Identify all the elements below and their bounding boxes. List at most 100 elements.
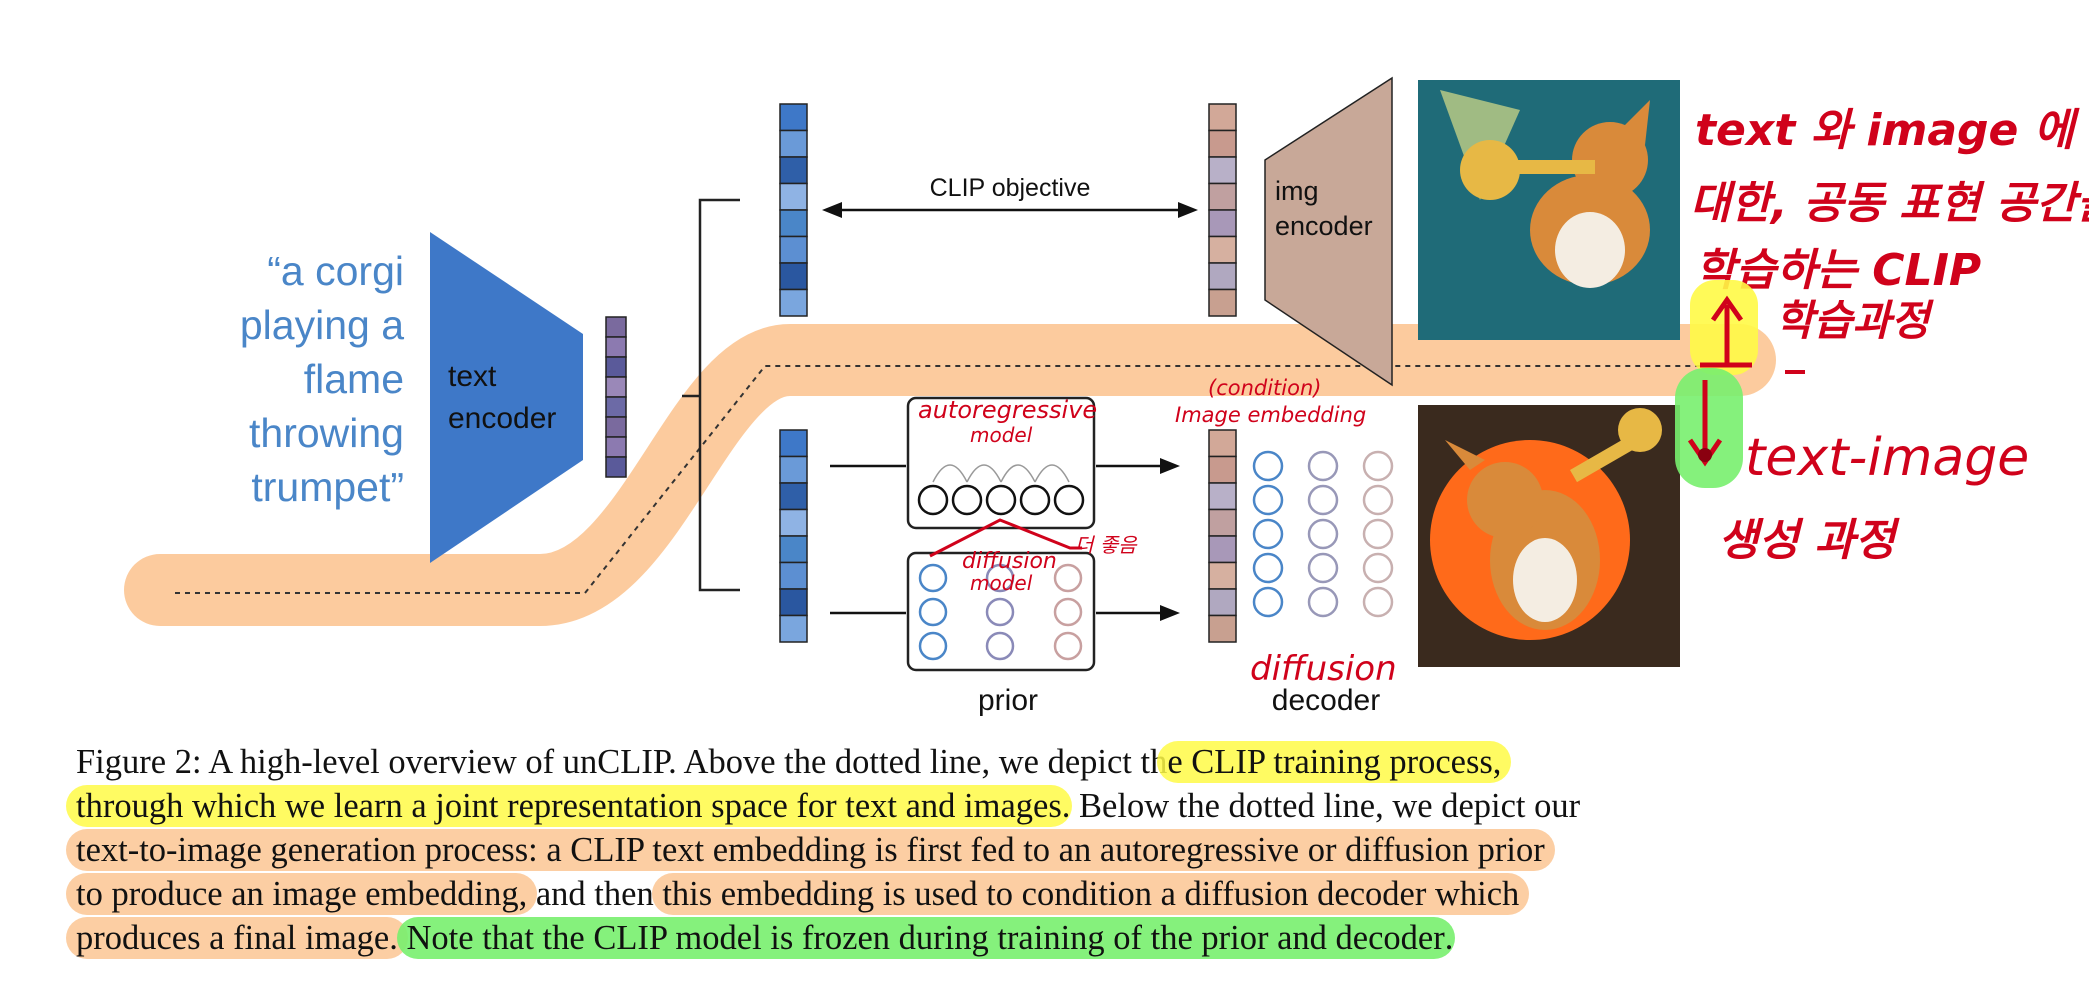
autoregressive-nodes (917, 464, 1085, 516)
node-circle (1053, 597, 1083, 627)
vector-cell (779, 429, 808, 458)
node-circle (1053, 484, 1085, 516)
vector-cell (1208, 103, 1237, 132)
svg-text:playing a: playing a (240, 302, 404, 348)
node-circle (1053, 631, 1083, 661)
text-embedding-vector (605, 316, 627, 478)
node-circle (918, 563, 948, 593)
vector-cell (1208, 588, 1237, 617)
decoder-label: decoder (1272, 684, 1380, 717)
arrowhead-right (1178, 202, 1198, 218)
vector-cell (605, 356, 627, 378)
annotation-diffusion-decoder: diffusion (1250, 649, 1397, 689)
caption-line-2: through which we learn a joint represent… (66, 784, 1836, 828)
green-highlight-marker (1675, 368, 1743, 488)
node-circle (1252, 518, 1284, 550)
prompt-text: “a corgi playing a flame throwing trumpe… (240, 248, 404, 510)
corgi-trumpet-image-bottom (1418, 405, 1680, 667)
svg-text:throwing: throwing (249, 410, 404, 456)
vector-cell (1208, 129, 1237, 158)
vector-cell (1208, 482, 1237, 511)
node-circle (1252, 552, 1284, 584)
node-circle (985, 597, 1015, 627)
node-circle (918, 631, 948, 661)
annotation-text-image: text-image (1745, 428, 2029, 488)
vector-cell (1208, 262, 1237, 291)
attention-arc (1000, 464, 1036, 483)
node-circle (1252, 450, 1284, 482)
prior-label: prior (978, 684, 1038, 717)
node-circle (1019, 484, 1051, 516)
annotation-bracket (929, 518, 1082, 558)
vector-cell (779, 482, 808, 511)
caption-line-5: produces a final image. Note that the CL… (66, 916, 1836, 960)
handwritten-annotations: autoregressive model diffusion model 더 좋… (918, 105, 2089, 689)
annotation-autoregressive: autoregressive (918, 396, 1097, 424)
vector-cell (1208, 235, 1237, 264)
vector-cell (779, 535, 808, 564)
vector-cell (1208, 288, 1237, 317)
annotation-korean-4: 학습과정 (1775, 296, 1934, 345)
vector-cell (1208, 429, 1237, 458)
text-encoder-label-2: encoder (448, 402, 556, 435)
svg-text:trumpet”: trumpet” (251, 464, 404, 510)
vector-cell (779, 103, 808, 132)
node-circle (1307, 450, 1339, 482)
node-circle (1307, 552, 1339, 584)
text-encoder-block (430, 232, 583, 563)
node-circle (917, 484, 949, 516)
up-arrow (1700, 295, 1752, 368)
text-encoder-label-1: text (448, 360, 497, 393)
vector-cell (1208, 455, 1237, 484)
yellow-highlight-marker (1690, 280, 1758, 375)
node-circle (1307, 586, 1339, 618)
annotation-korean-1: text 와 image 에 (1695, 105, 2081, 156)
node-circle (951, 484, 983, 516)
node-circle (1252, 484, 1284, 516)
node-circle (1252, 586, 1284, 618)
img-encoder-block (1264, 76, 1393, 387)
corgi-trumpet-image-top (1418, 80, 1680, 340)
vector-cell (1208, 156, 1237, 185)
figure-caption: Figure 2: A high-level overview of unCLI… (66, 740, 1836, 960)
img-encoder-label-2: encoder (1275, 211, 1373, 241)
vector-cell (779, 455, 808, 484)
diffusion-prior-nodes (918, 563, 1083, 661)
annotation-diffusion-model: model (970, 571, 1033, 595)
diffusion-decoder-nodes (1252, 450, 1394, 618)
annotation-korean-bottom: 생성 과정 (1718, 515, 1900, 566)
arrowhead (1160, 458, 1180, 474)
annotation-better: 더 좋음 (1075, 533, 1138, 557)
vector-cell (605, 396, 627, 418)
node-circle (1362, 450, 1394, 482)
arrow-dot (1698, 448, 1712, 462)
image-embedding-bottom (1208, 429, 1237, 643)
vector-cell (779, 262, 808, 291)
vector-cell (1208, 614, 1237, 643)
caption-line-4: to produce an image embedding, and then … (66, 872, 1836, 916)
caption-line-3: text-to-image generation process: a CLIP… (66, 828, 1836, 872)
vector-cell (1208, 561, 1237, 590)
vector-cell (779, 129, 808, 158)
node-circle (918, 597, 948, 627)
vector-cell (1208, 508, 1237, 537)
annotation-diffusion-prior: diffusion (962, 549, 1057, 574)
vector-cell (779, 588, 808, 617)
node-circle (1362, 484, 1394, 516)
annotation-condition: (condition) (1208, 376, 1321, 400)
annotation-korean-2: 대한, 공동 표현 공간을 (1690, 178, 2089, 229)
vector-cell (605, 456, 627, 478)
vector-cell (605, 336, 627, 358)
vector-cell (605, 376, 627, 398)
orange-highlight-stroke (124, 324, 1776, 626)
vector-cell (605, 316, 627, 338)
node-circle (985, 484, 1017, 516)
clip-objective-label: CLIP objective (930, 174, 1091, 202)
vector-cell (1208, 535, 1237, 564)
annotation-autoregressive-model: model (970, 423, 1033, 447)
node-circle (985, 563, 1015, 593)
vector-cell (1208, 182, 1237, 211)
node-circle (1053, 563, 1083, 593)
vector-cell (779, 156, 808, 185)
